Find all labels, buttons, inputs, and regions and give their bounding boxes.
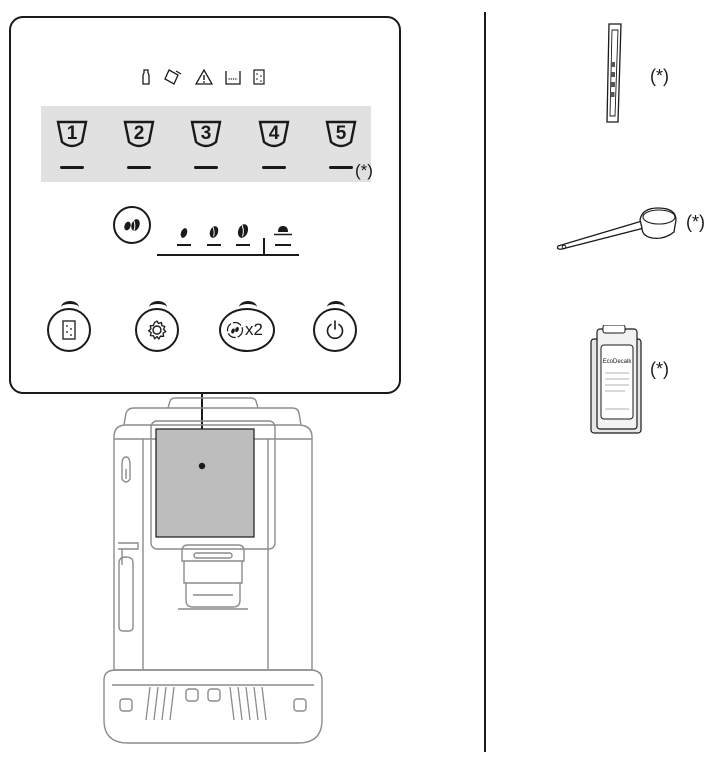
grounds-container-icon [164, 69, 182, 85]
aroma-bracket-line [157, 254, 299, 256]
button-led [327, 301, 345, 314]
cup-icon [258, 120, 290, 148]
test-strip-note: (*) [650, 66, 669, 86]
descale-button[interactable] [47, 301, 91, 352]
aroma-button[interactable] [113, 206, 151, 244]
descaler-bottle-icon: EcoDecalk [590, 325, 642, 434]
double-cup-icon [226, 321, 244, 339]
optional-note: (*) [355, 161, 373, 180]
drink-led [60, 166, 84, 169]
drink-number: 5 [335, 123, 347, 144]
milk-jug-icon [142, 69, 150, 85]
drink-button-1[interactable]: 1 [52, 120, 92, 180]
coffee-beans-icon [124, 219, 140, 231]
drink-button-2[interactable]: 2 [119, 120, 159, 180]
settings-gear-icon [147, 320, 167, 340]
water-hardness-test-strip-icon [606, 23, 622, 123]
drink-led [329, 166, 353, 169]
descaler-product-text: EcoDecalk [603, 359, 633, 365]
control-panel: 1 2 3 4 5 (*) [9, 16, 401, 394]
drink-number: 1 [66, 123, 78, 144]
power-button[interactable] [313, 301, 357, 352]
aroma-led-strong [236, 244, 250, 246]
drink-button-4[interactable]: 4 [254, 120, 294, 180]
cup-icon [56, 120, 88, 148]
drink-button-3[interactable]: 3 [186, 120, 226, 180]
cup-icon [190, 120, 222, 148]
double-cup-button[interactable]: x2 [219, 301, 275, 352]
drink-led [127, 166, 151, 169]
aroma-led-medium [207, 244, 221, 246]
power-icon [326, 320, 344, 340]
button-led [239, 301, 257, 314]
status-icons [141, 68, 265, 86]
bean-strong-icon [237, 224, 249, 238]
button-led [61, 301, 79, 314]
drink-number: 3 [200, 123, 212, 144]
water-tank-icon [225, 71, 241, 85]
drink-number: 4 [268, 123, 280, 144]
warning-icon [195, 69, 213, 85]
pre-ground-scoop-icon [274, 226, 292, 236]
aroma-led-pre-ground [275, 244, 291, 246]
cup-icon [123, 120, 155, 148]
double-cup-label: x2 [245, 320, 263, 339]
descale-icon [253, 69, 265, 85]
aroma-separator [263, 238, 265, 254]
scoop-note: (*) [686, 212, 705, 232]
descale-icon [62, 320, 76, 340]
coffee-machine-illustration [103, 397, 323, 744]
drink-button-5[interactable]: 5 [321, 120, 361, 180]
drink-led [262, 166, 286, 169]
aroma-led-mild [177, 244, 191, 246]
bean-mild-icon [180, 228, 188, 238]
drink-selection-band: 1 2 3 4 5 [41, 106, 371, 182]
section-divider [484, 12, 486, 752]
descaler-note: (*) [650, 359, 669, 379]
cup-icon [325, 120, 357, 148]
settings-button[interactable] [135, 301, 179, 352]
bean-medium-icon [209, 226, 219, 238]
measuring-scoop-icon [556, 207, 677, 250]
drink-led [194, 166, 218, 169]
button-led [149, 301, 167, 314]
drink-number: 2 [133, 123, 145, 144]
